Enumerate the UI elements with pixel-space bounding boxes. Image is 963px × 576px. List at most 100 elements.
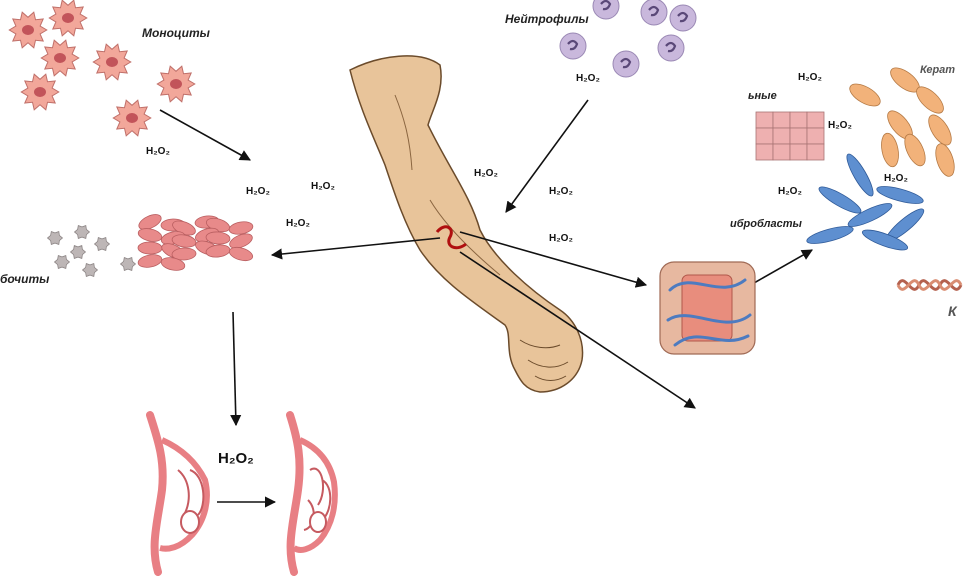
arrow-neutrophils-to-arm xyxy=(505,99,589,213)
neutrophil-nucleus xyxy=(677,11,689,23)
label-platelets: бочиты xyxy=(0,272,50,286)
neutrophil-cell xyxy=(612,50,640,78)
h2o2-label: H₂O₂ xyxy=(576,73,600,84)
fibroblast-cell xyxy=(847,203,893,227)
neutrophil-nucleus xyxy=(665,41,677,53)
hand-fingers xyxy=(519,339,569,381)
fibroblasts-network xyxy=(806,153,925,251)
neutrophil-nucleus xyxy=(648,5,660,17)
neutrophil-nucleus xyxy=(567,39,579,51)
fibroblast-cell xyxy=(818,186,862,214)
neutrophil-cell xyxy=(559,32,587,60)
erythrocyte-cell xyxy=(228,246,254,262)
h2o2-label: H₂O₂ xyxy=(778,186,802,197)
epithelial-cell xyxy=(806,111,825,129)
erythrocyte-cell xyxy=(205,231,231,245)
arm-muscle-line xyxy=(394,94,413,171)
neutrophil-nucleus xyxy=(600,0,612,11)
erythrocyte-cell xyxy=(229,233,253,249)
platelet-cell xyxy=(53,254,71,270)
neutrophil-cell xyxy=(657,34,685,62)
epithelial-cell xyxy=(755,143,774,161)
monocyte-nucleus xyxy=(54,53,66,63)
h2o2-label: H₂O₂ xyxy=(311,181,335,192)
label-monocytes: Моноциты xyxy=(142,26,210,40)
h2o2-label: H₂O₂ xyxy=(474,168,498,179)
monocyte-nucleus xyxy=(106,57,118,67)
epithelial-cell xyxy=(755,111,774,129)
keratinocyte-cell xyxy=(935,143,955,177)
granulation-tissue xyxy=(659,261,756,355)
epithelial-cell xyxy=(772,111,791,129)
platelet-cell xyxy=(93,236,111,252)
h2o2-label: H₂O₂ xyxy=(218,450,254,467)
monocyte-nucleus xyxy=(170,79,182,89)
neutrophils-cluster xyxy=(559,0,697,78)
keratinocyte-cell xyxy=(849,83,881,107)
erythrocyte-cell xyxy=(171,247,197,261)
platelet-cell xyxy=(46,230,64,246)
arm-illustration xyxy=(349,55,584,393)
arrow-tissue-to-fibroblasts xyxy=(753,249,813,284)
erythrocyte-cell xyxy=(138,214,162,230)
h2o2-label: H₂O₂ xyxy=(146,146,170,157)
label-epithelial: ьные xyxy=(748,90,777,102)
fibroblast-cell xyxy=(806,226,854,244)
neutrophil-cell xyxy=(640,0,668,26)
h2o2-label: H₂O₂ xyxy=(286,218,310,229)
monocyte-nucleus xyxy=(126,113,138,123)
monocytes-cluster xyxy=(8,0,196,137)
keratinocyte-cell xyxy=(928,114,952,146)
fibroblast-cell xyxy=(876,186,924,204)
fibroblast-cell xyxy=(846,153,874,197)
monocyte-nucleus xyxy=(62,13,74,23)
epithelial-cell xyxy=(772,143,791,161)
forearm-line xyxy=(429,199,501,276)
h2o2-label: H₂O₂ xyxy=(246,186,270,197)
arrows xyxy=(159,99,813,508)
neutrophil-cell xyxy=(669,4,697,32)
epithelial-cells xyxy=(755,111,825,161)
epithelial-cell xyxy=(806,143,825,161)
fibroblast-cell xyxy=(861,229,909,251)
erythrocyte-cell xyxy=(160,257,186,271)
epithelial-cell xyxy=(755,127,774,145)
arrow-wound-to-tissue xyxy=(459,231,648,288)
keratinocyte-cell xyxy=(881,132,899,168)
epithelial-cell xyxy=(789,143,808,161)
platelet-cell xyxy=(69,244,87,260)
platelet-cell xyxy=(81,262,99,278)
epithelial-cell xyxy=(772,127,791,145)
arrow-monocytes-to-clot xyxy=(159,109,251,161)
vessel-left xyxy=(146,411,210,576)
keratinocytes-cluster xyxy=(849,67,955,177)
arrow-clot-to-vessel xyxy=(230,311,242,427)
wound-mark xyxy=(435,225,467,250)
erythrocyte-cell xyxy=(228,221,254,235)
erythrocyte-cell xyxy=(137,241,163,255)
collagen-fiber xyxy=(896,279,963,291)
monocyte-nucleus xyxy=(34,87,46,97)
label-keratinocytes: Керат xyxy=(920,64,956,76)
keratinocyte-cell xyxy=(904,133,926,167)
epithelial-cell xyxy=(806,127,825,145)
arm-shape xyxy=(349,55,584,393)
platelet-cell xyxy=(119,256,137,272)
h2o2-label: H₂O₂ xyxy=(828,120,852,131)
epithelial-cell xyxy=(789,111,808,129)
platelet-cell xyxy=(73,224,91,240)
clot-cluster xyxy=(46,214,254,278)
vessel-right xyxy=(286,411,338,576)
arrow-wound-to-clot xyxy=(270,237,441,260)
label-fibroblasts: ибробласты xyxy=(730,218,802,230)
keratinocyte-cell xyxy=(916,86,944,114)
neutrophil-nucleus xyxy=(620,57,632,69)
h2o2-label: H₂O₂ xyxy=(884,173,908,184)
h2o2-label: H₂O₂ xyxy=(798,72,822,83)
label-collagen: К xyxy=(948,303,957,319)
erythrocyte-cell xyxy=(137,254,163,268)
label-neutrophils: Нейтрофилы xyxy=(505,12,589,26)
h2o2-label: H₂O₂ xyxy=(549,233,573,244)
